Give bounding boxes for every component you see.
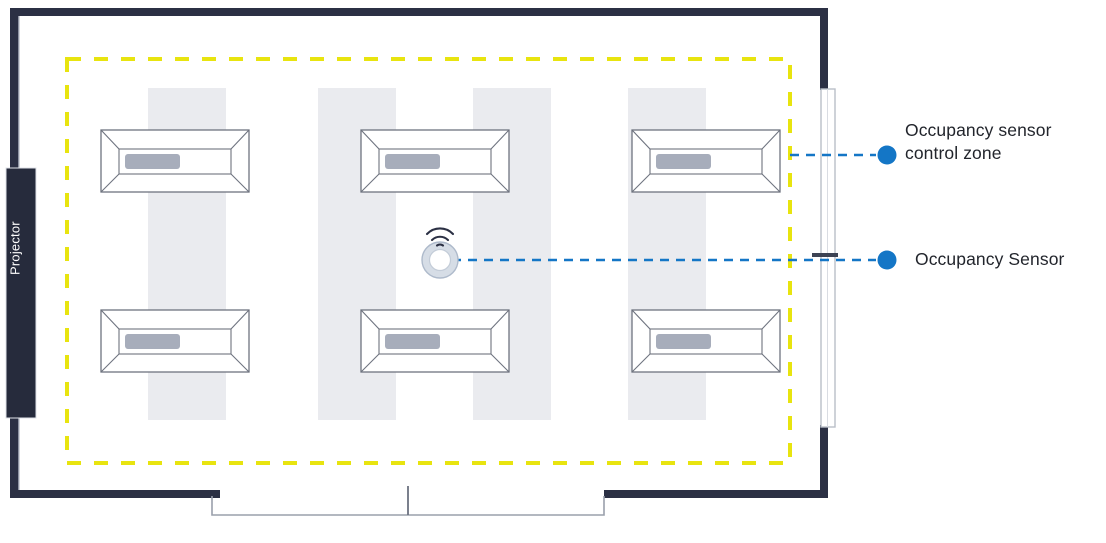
projector[interactable] [5,167,37,419]
occupancy-sensor[interactable] [421,227,459,279]
desk-3[interactable] [631,129,781,193]
wall-top [10,8,828,16]
wifi-signal-icon [425,227,455,247]
wall-bottom-right [604,490,828,498]
legend-connector-control-zone [790,145,897,165]
wall-marker [812,253,838,257]
desk-1[interactable] [100,129,250,193]
desk-5[interactable] [360,309,510,373]
legend-dot-control-zone [877,145,897,165]
wall-right-upper [820,8,828,90]
desk-6[interactable] [631,309,781,373]
legend-connector-sensor [452,250,897,270]
legend-dot-sensor [877,250,897,270]
wall-bottom-left [10,490,220,498]
legend-label-control-zone: Occupancy sensor control zone [905,120,1052,163]
projector-label: Projector [7,221,23,275]
desk-2[interactable] [360,129,510,193]
double-door-opening [211,486,605,516]
legend-label-sensor: Occupancy Sensor [915,249,1065,269]
wall-right-lower [820,425,828,498]
window [820,88,836,428]
desk-4[interactable] [100,309,250,373]
